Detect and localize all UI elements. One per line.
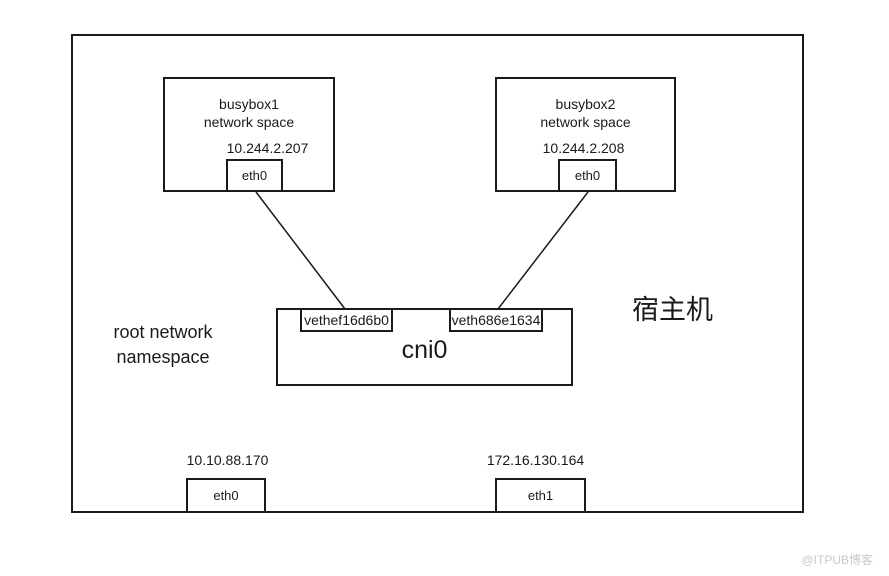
host-eth0-ip: 10.10.88.170 — [186, 452, 269, 468]
veth1-box: vethef16d6b0 — [300, 308, 393, 332]
root-namespace-label: root network namespace — [83, 320, 243, 370]
root-namespace-label-line1: root network — [113, 322, 213, 342]
busybox1-ip: 10.244.2.207 — [226, 140, 309, 156]
busybox2-title: busybox2 network space — [495, 95, 676, 131]
root-namespace-label-line2: namespace — [116, 347, 210, 367]
busybox2-title-line1: busybox2 — [555, 96, 616, 112]
busybox1-title: busybox1 network space — [163, 95, 335, 131]
host-machine-label: 宿主机 — [632, 295, 713, 325]
busybox2-ip: 10.244.2.208 — [542, 140, 625, 156]
veth2-box: veth686e1634 — [449, 308, 543, 332]
host-eth1-box: eth1 — [495, 478, 586, 513]
cni0-bridge-label: cni0 — [401, 336, 448, 364]
busybox1-eth0-box: eth0 — [226, 159, 283, 192]
itpub-watermark: @ITPUB博客 — [801, 553, 873, 567]
busybox1-title-line1: busybox1 — [219, 96, 279, 112]
host-eth0-box: eth0 — [186, 478, 266, 513]
veth-link-busybox1 — [255, 191, 346, 310]
busybox2-eth0-box: eth0 — [558, 159, 617, 192]
busybox2-title-line2: network space — [540, 114, 631, 130]
busybox1-title-line2: network space — [203, 114, 295, 130]
host-eth1-ip: 172.16.130.164 — [486, 452, 585, 468]
veth-link-busybox2 — [497, 191, 589, 310]
